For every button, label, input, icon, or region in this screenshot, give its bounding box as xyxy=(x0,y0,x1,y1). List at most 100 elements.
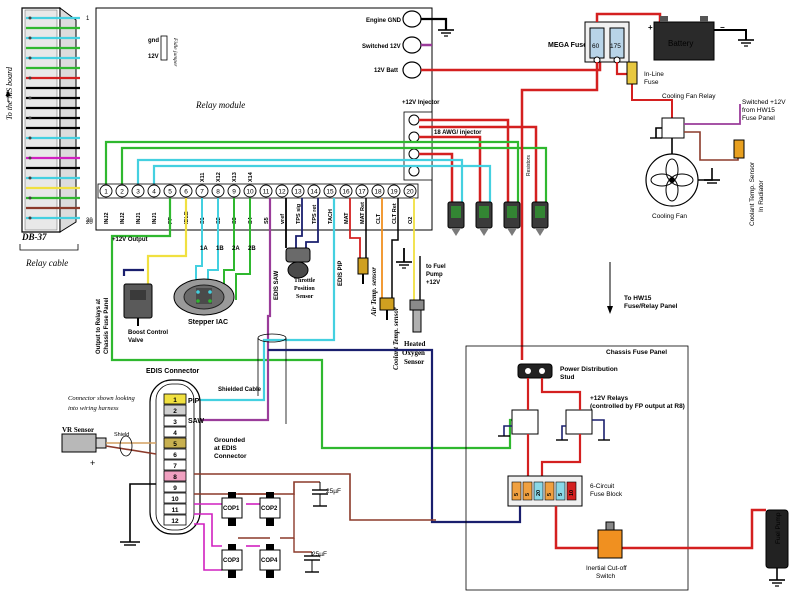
terminal-label: TPS ret xyxy=(312,205,318,224)
inertial-cutoff-switch xyxy=(597,521,623,559)
output-relays-line2: Chassis Fuse Panel xyxy=(104,297,110,354)
fuse-value: 5 xyxy=(514,493,520,496)
terminal-12 xyxy=(275,184,289,198)
terminal-switched-12v xyxy=(402,36,422,54)
tac-pin-label: X12 xyxy=(216,172,222,182)
arrow-up-icon xyxy=(5,90,11,96)
terminal-9 xyxy=(227,184,241,198)
terminal-label: TACH xyxy=(328,209,334,224)
vr-sensor xyxy=(61,433,107,453)
terminal-strip: 1INJ22INJ23INJ14INJ15FP6IDLE7S18S29S310S… xyxy=(97,183,419,224)
terminal-label: S5 xyxy=(264,217,270,224)
terminal-20 xyxy=(403,184,417,198)
fuel-pump-12v-line1: to Fuel xyxy=(426,264,446,270)
terminal-10 xyxy=(243,184,257,198)
terminal-label: vref xyxy=(280,214,286,224)
throttle-position-sensor xyxy=(285,247,311,279)
svg-text:Sensor: Sensor xyxy=(296,294,314,300)
terminal-number: 20 xyxy=(406,189,414,196)
fidle-jumper: gnd 12V Fidle jumper xyxy=(148,35,178,67)
switched-12v-label: Switched 12V xyxy=(362,44,401,50)
terminal-5 xyxy=(163,184,177,198)
edis-pin-number: 8 xyxy=(173,474,177,481)
edis-pin-number: 6 xyxy=(173,452,177,459)
power-distribution-stud xyxy=(517,363,553,379)
terminal-label: MAT xyxy=(344,212,350,224)
battery-minus-icon: − xyxy=(720,23,725,32)
coolant-radiator-line1: Coolant Temp. Sensor xyxy=(749,161,756,226)
fuse-value: 5 xyxy=(547,493,553,496)
terminal-6 xyxy=(179,184,193,198)
boost-control-valve xyxy=(123,283,153,326)
terminal-number: 14 xyxy=(310,189,318,196)
inertial-line1: Inertial Cut-off xyxy=(586,565,627,572)
grounded-line3: Connector xyxy=(214,453,247,460)
plus-icon: + xyxy=(90,458,95,468)
terminal-number: 19 xyxy=(390,189,398,196)
edis-note-2: into wiring harness xyxy=(68,405,119,412)
edis-pin-number: 12 xyxy=(171,518,179,525)
fuel-pump-12v-line3: +12V xyxy=(426,280,440,286)
svg-text:12V: 12V xyxy=(148,54,159,60)
terminal-15 xyxy=(323,184,337,198)
svg-text:Throttle: Throttle xyxy=(294,278,316,284)
hw15-line2: Fuse/Relay Panel xyxy=(624,303,678,310)
svg-text:20: 20 xyxy=(86,220,93,226)
fuse-value: 5 xyxy=(525,493,531,496)
terminal-19 xyxy=(387,184,401,198)
tac-coil-label: 1B xyxy=(216,246,224,252)
fuse-value: 10 xyxy=(569,490,575,496)
edis-note-1: Connector shown looking xyxy=(68,395,136,402)
switched-hw15-line3: Fuse Panel xyxy=(742,115,775,122)
output-relays-line1: Output to Relays at xyxy=(96,299,102,354)
ground-icon xyxy=(438,29,454,37)
air-temp-sensor xyxy=(357,257,369,284)
terminal-number: 17 xyxy=(358,189,366,196)
edis-pin-number: 4 xyxy=(173,430,177,437)
edis-pin-number: 7 xyxy=(173,463,177,470)
shielded-cable-label: Shielded Cable xyxy=(218,387,262,393)
terminal-number: 10 xyxy=(246,189,254,196)
coolant-radiator-line2: In Radiator xyxy=(758,179,765,212)
terminal-number: 6 xyxy=(184,189,188,196)
cooling-fan-relay-label: Cooling Fan Relay xyxy=(662,93,716,100)
edis-pip-pin-label: PIP xyxy=(188,398,200,405)
capacitor-2 xyxy=(304,552,320,573)
shield-label: Shield xyxy=(114,432,129,438)
grounded-line2: at EDIS xyxy=(214,445,237,452)
battery-label: Battery xyxy=(668,39,693,48)
terminal-12v-batt xyxy=(402,61,422,79)
edis-pin-number: 2 xyxy=(173,408,177,415)
battery-plus-icon: + xyxy=(648,23,653,32)
radiator-temp-sensor xyxy=(733,139,745,159)
heated-oxygen-sensor xyxy=(409,299,425,333)
arrow-down-icon xyxy=(607,306,613,314)
mega-fuse xyxy=(584,21,630,64)
edis-pin-number: 10 xyxy=(171,496,179,503)
cop4-label: COP4 xyxy=(261,558,278,564)
edis-title: EDIS Connector xyxy=(146,368,200,375)
svg-text:gnd: gnd xyxy=(148,38,159,44)
terminal-number: 8 xyxy=(216,189,220,196)
cop2-label: COP2 xyxy=(261,506,278,512)
grounded-line1: Grounded xyxy=(214,437,245,444)
terminal-16 xyxy=(339,184,353,198)
edis-saw-pin-label: SAW xyxy=(188,418,204,425)
terminal-number: 4 xyxy=(152,189,156,196)
edis-pin-number: 3 xyxy=(173,419,177,426)
svg-text:Sensor: Sensor xyxy=(404,358,424,366)
terminal-label: CLT xyxy=(376,213,382,224)
fuse-block-line1: 6-Circuit xyxy=(590,483,614,490)
cop1-label: COP1 xyxy=(223,506,240,512)
tac-coil-label: 2A xyxy=(232,246,240,252)
fuse-value: 5 xyxy=(558,493,564,496)
hw15-line1: To HW15 xyxy=(624,295,652,302)
terminal-number: 15 xyxy=(326,189,334,196)
capacitor-1 xyxy=(312,482,328,507)
tac-pin-label: X11 xyxy=(200,173,206,182)
